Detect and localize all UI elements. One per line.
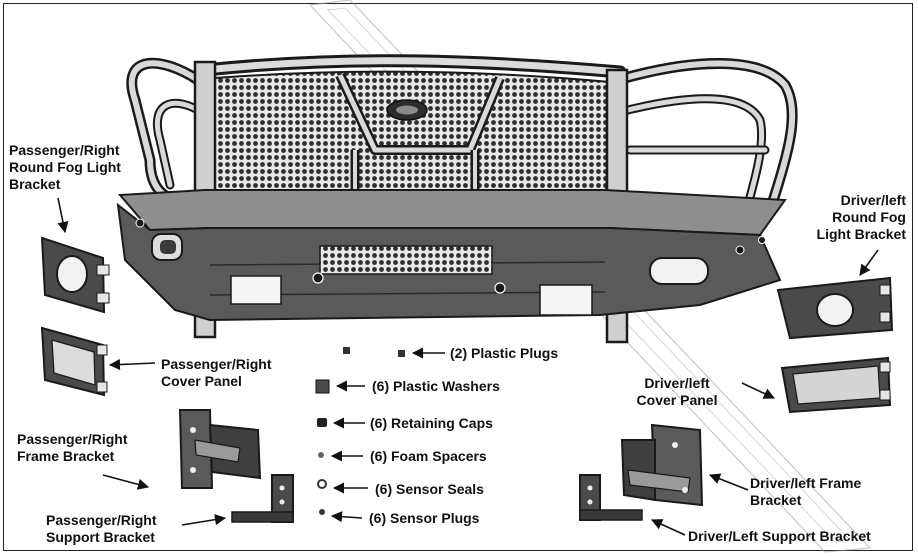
- diagram-border: [3, 3, 913, 551]
- right-fog-opening: [649, 257, 709, 285]
- arrow-dl-support: [650, 519, 686, 536]
- sensor-plug: [319, 509, 325, 515]
- foam-spacer: [318, 452, 324, 458]
- label-line: Round Fog Light: [9, 159, 121, 175]
- left-inner-hoop: [152, 98, 203, 190]
- label-line: Driver/left: [644, 375, 710, 391]
- label-dl-fog-bracket: Driver/left Round Fog Light Bracket: [790, 192, 906, 243]
- label-dl-cover-panel: Driver/left Cover Panel: [622, 375, 732, 409]
- label-line: Bracket: [9, 176, 61, 192]
- right-outer-hoop: [619, 58, 798, 216]
- right-license-opening: [539, 284, 593, 316]
- label-line: Cover Panel: [636, 392, 718, 408]
- label-foam-spacers: (6) Foam Spacers: [370, 448, 487, 464]
- dl-fog-bracket: [776, 276, 894, 340]
- dl-support-bracket: [579, 474, 643, 521]
- label-line: Frame Bracket: [17, 448, 115, 464]
- label-line: Driver/left Frame: [750, 475, 862, 491]
- dl-frame-bracket: [620, 423, 704, 507]
- arrow-dl-fog: [859, 249, 879, 276]
- label-line: Passenger/Right: [46, 512, 157, 528]
- plastic-plug-a: [343, 347, 350, 354]
- plastic-plug-b: [398, 350, 405, 357]
- arrow-pr-cover: [108, 358, 156, 371]
- label-pr-frame-bracket: Passenger/Right Frame Bracket: [17, 431, 127, 465]
- pr-support-bracket: [231, 474, 294, 523]
- label-line: Light Bracket: [816, 226, 906, 242]
- lower-mesh: [319, 245, 493, 275]
- left-license-opening: [230, 275, 282, 305]
- label-pr-cover-panel: Passenger/Right Cover Panel: [161, 356, 271, 390]
- label-line: Passenger/Right: [161, 356, 272, 372]
- label-line: Cover Panel: [161, 373, 242, 389]
- label-line: Passenger/Right: [9, 142, 120, 158]
- sensor-seal: [317, 479, 327, 489]
- watermark: [308, 0, 872, 553]
- dl-cover-panel: [780, 356, 892, 414]
- label-sensor-seals: (6) Sensor Seals: [375, 481, 484, 497]
- label-plastic-plugs: (2) Plastic Plugs: [450, 345, 559, 361]
- pr-cover-panel: [40, 326, 108, 397]
- arrow-dl-frame: [708, 473, 749, 491]
- label-line: Driver/left: [840, 192, 906, 208]
- plastic-washer: [315, 379, 330, 394]
- label-retaining-caps: (6) Retaining Caps: [370, 415, 493, 431]
- pr-fog-bracket: [40, 236, 110, 314]
- label-sensor-plugs: (6) Sensor Plugs: [369, 510, 480, 526]
- arrow-pr-fog: [57, 197, 69, 234]
- label-pr-support-bracket: Passenger/Right Support Bracket: [46, 512, 156, 546]
- label-line: Passenger/Right: [17, 431, 128, 447]
- label-dl-frame-bracket: Driver/left Frame Bracket: [750, 475, 861, 509]
- label-line: Support Bracket: [46, 529, 155, 545]
- label-line: Round Fog: [832, 209, 906, 225]
- hardware-parts: [315, 347, 405, 515]
- label-pr-fog-bracket: Passenger/Right Round Fog Light Bracket: [9, 142, 121, 193]
- arrow-dl-cover: [741, 382, 776, 399]
- arrow-pr-support: [181, 514, 227, 526]
- retaining-cap: [317, 418, 327, 427]
- front-bumper-assembly: [116, 54, 798, 344]
- label-line: Bracket: [750, 492, 802, 508]
- leader-arrows: [57, 197, 879, 536]
- label-dl-support-bracket: Driver/Left Support Bracket: [688, 528, 871, 544]
- pr-frame-bracket: [178, 409, 262, 489]
- arrow-pr-frame: [102, 474, 150, 490]
- label-plastic-washers: (6) Plastic Washers: [372, 378, 500, 394]
- arrow-plugs: [330, 511, 363, 523]
